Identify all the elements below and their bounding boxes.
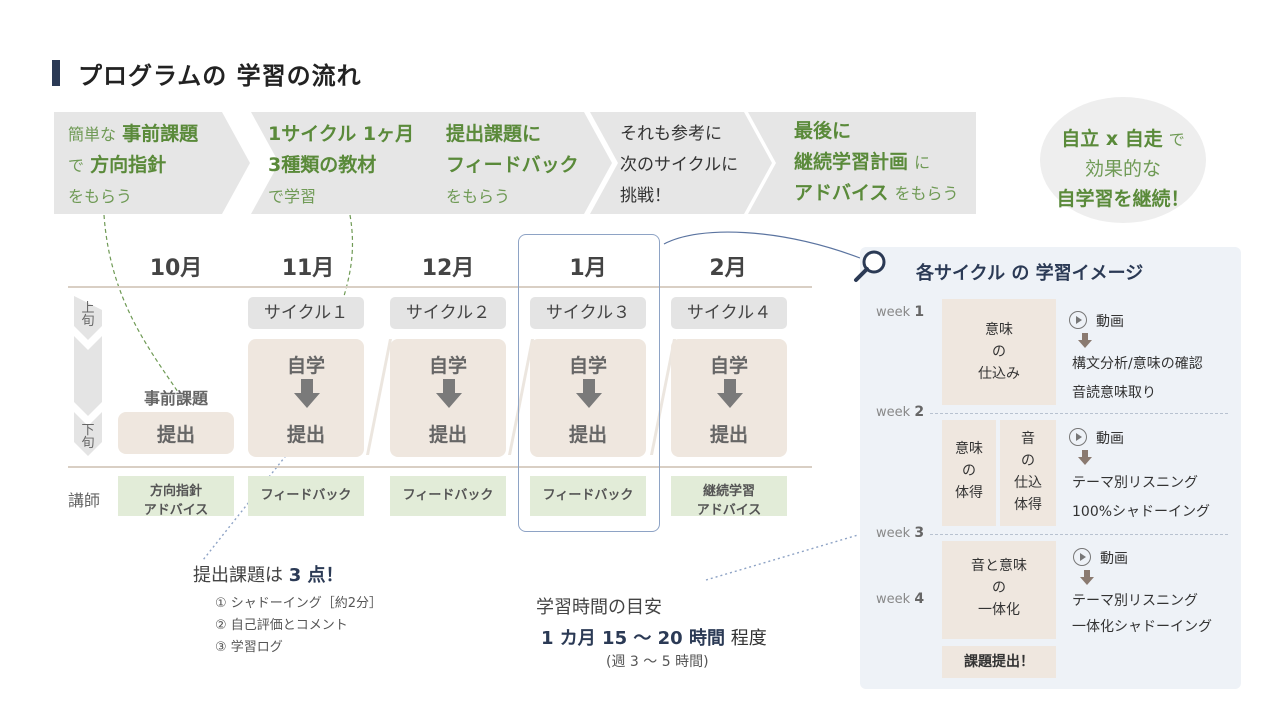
week2-item-2: 100%シャドーイング [1072,504,1211,520]
play-icon [1069,428,1087,446]
upper-period-label: 上旬 [81,301,95,329]
result-line-2: 効果的な [1084,158,1161,180]
cycle-label-4: サイクル４ [671,297,787,329]
submission-item: ② 自己評価とコメント [215,618,348,633]
pre-task-submit-box [118,412,234,454]
integration-box: 音と意味の一体化 [942,541,1056,639]
instructor-label: 講師 [68,491,101,510]
week-label-3: week 3 [876,525,925,541]
page-title: プログラムの 学習の流れ [78,62,362,90]
week-label-1: week 1 [876,304,925,320]
result-line-3: 自学習を継続！ [1056,188,1190,210]
timeline-divider-top [68,286,812,288]
instructor-feedback-10: 方向指針アドバイス [118,476,234,518]
cycle-label-2: サイクル２ [390,297,506,329]
week-label-2: week 2 [876,404,925,420]
study-time-sub: (週 3 〜 5 時間) [606,654,709,670]
instructor-feedback-2: 継続学習アドバイス [671,476,787,518]
flow-chevrons [54,112,976,214]
result-line-1: 自立 x 自走 で [1061,128,1185,150]
week3-item-2: 一体化シャドーイング [1072,619,1212,635]
week-divider [930,413,1228,414]
play-icon [1073,548,1091,566]
submit-label: 提出 [286,424,325,446]
flow-step-1: 簡単な 事前課題 で 方向指針 をもらう [68,123,199,206]
cycle-label-3: サイクル３ [530,297,646,329]
submit-label: 提出 [428,424,467,446]
self-study-label: 自学 [568,355,607,377]
task-submit-box: 課題提出！ [942,646,1056,678]
submission-item: ① シャドーイング［約2分］ [215,596,383,611]
submission-item: ③ 学習ログ [215,640,283,655]
week1-item-1: 構文分析/意味の確認 [1072,356,1203,372]
study-time-main: 1 カ月 15 〜 20 時間 程度 [541,628,767,649]
submit-label: 提出 [156,424,195,446]
submit-label: 提出 [568,424,607,446]
lower-period-label: 下旬 [81,423,95,451]
month-label: 12月 [421,256,475,281]
week-label-4: week 4 [876,591,925,607]
submission-heading: 提出課題は 3 点！ [193,565,344,586]
panel-title: 各サイクル の 学習イメージ [916,263,1144,284]
week3-item-1: テーマ別リスニング [1072,593,1198,609]
flow-step-5: 最後に 継続学習計画 に アドバイス をもらう [794,120,959,204]
week1-item-2: 音読意味取り [1072,385,1156,401]
month-label: 2月 [709,256,747,281]
pre-task-label: 事前課題 [143,389,208,408]
current-month-highlight [518,234,660,532]
sound-mastery-box: 音の仕込体得 [1000,420,1056,526]
month-label: 11月 [281,256,335,281]
week-divider [930,534,1228,535]
down-arrow-icon [1078,450,1092,465]
self-study-label: 自学 [428,355,467,377]
video-label: 動画 [1096,431,1124,447]
video-label: 動画 [1100,551,1128,567]
play-icon [1069,311,1087,329]
magnifier-icon [854,250,886,282]
down-arrow-icon [1080,570,1094,585]
timeline-divider-bottom [68,466,812,468]
flow-step-3: 提出課題に フィードバック をもらう [446,123,579,206]
study-time-label: 学習時間の目安 [536,597,662,618]
week2-item-1: テーマ別リスニング [1072,475,1198,491]
month-label: 10月 [149,256,203,281]
submit-label: 提出 [709,424,748,446]
cycle-label-1: サイクル１ [248,297,364,329]
instructor-feedback-12: フィードバック [390,476,506,516]
instructor-feedback-1: フィードバック [530,476,646,516]
meaning-mastery-box: 意味の体得 [942,420,996,526]
title-accent-bar [52,60,60,86]
down-arrow-icon [1078,333,1092,348]
period-arrow [74,296,102,456]
video-label: 動画 [1096,314,1124,330]
flow-step-2: 1サイクル 1ヶ月 3種類の教材 で学習 [268,123,415,206]
meaning-preparation-box: 意味の仕込み [942,299,1056,405]
month-label: 1月 [569,256,607,281]
self-study-label: 自学 [286,355,325,377]
flow-step-4: それも参考に 次のサイクルに 挑戦！ [620,124,739,206]
instructor-feedback-11: フィードバック [248,476,364,516]
self-study-label: 自学 [709,355,748,377]
result-bubble [1040,97,1206,223]
